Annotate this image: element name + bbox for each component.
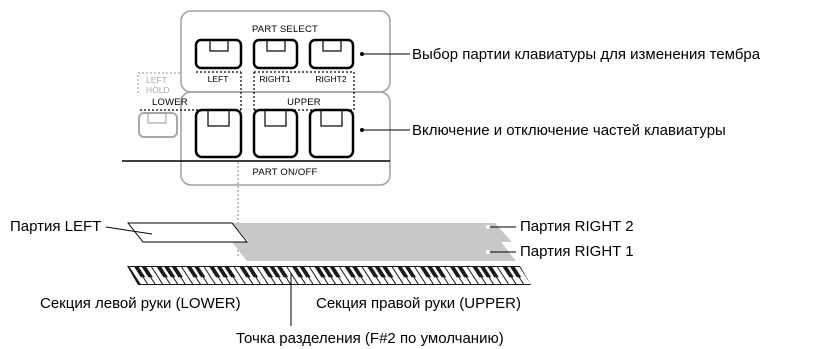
black-key xyxy=(435,267,447,278)
black-key xyxy=(322,267,334,278)
select-button-left[interactable] xyxy=(194,38,243,70)
black-key xyxy=(344,267,356,278)
part-on-off-title: PART ON/OFF xyxy=(252,167,317,178)
black-key xyxy=(457,267,469,278)
right1-layer xyxy=(232,242,516,261)
black-key xyxy=(239,267,251,278)
select-button-right2[interactable] xyxy=(308,38,355,70)
black-key xyxy=(134,267,146,278)
left-hold-label-1: LEFT xyxy=(146,75,167,85)
black-key xyxy=(427,267,439,278)
black-key xyxy=(352,267,364,278)
on-off-button-right2[interactable] xyxy=(308,108,355,159)
black-key xyxy=(164,267,176,278)
black-key xyxy=(472,267,484,278)
white-key xyxy=(467,267,486,284)
part-layers xyxy=(126,222,516,261)
black-key xyxy=(277,267,289,278)
black-key xyxy=(510,267,522,278)
black-key xyxy=(262,267,274,278)
callout-dots xyxy=(360,52,490,254)
left-hold-button[interactable] xyxy=(138,112,178,138)
callout-lower-section: Секция левой руки (LOWER) xyxy=(40,295,241,312)
white-key xyxy=(234,267,253,284)
white-key xyxy=(257,267,275,284)
black-key xyxy=(502,267,514,278)
white-key xyxy=(362,267,381,284)
on-off-button-right1[interactable] xyxy=(252,108,299,159)
white-key xyxy=(310,267,328,284)
callout-part-right2: Партия RIGHT 2 xyxy=(520,218,634,235)
callout-upper-section: Секция правой руки (UPPER) xyxy=(316,295,521,312)
black-key xyxy=(299,267,311,278)
black-key xyxy=(216,267,229,278)
white-key xyxy=(129,267,147,284)
select-label-right2: RIGHT2 xyxy=(315,74,346,84)
white-key xyxy=(287,267,305,284)
black-key xyxy=(224,267,236,278)
right2-layer xyxy=(232,223,512,242)
black-key xyxy=(397,267,409,278)
left-hold-label-2: HOLD xyxy=(146,85,170,95)
black-key xyxy=(314,267,326,278)
black-key xyxy=(367,267,379,278)
callout-split-point: Точка разделения (F#2 по умолчанию) xyxy=(236,330,504,347)
select-label-right1: RIGHT1 xyxy=(259,74,290,84)
white-key xyxy=(392,267,411,284)
white-key xyxy=(204,267,223,284)
black-key xyxy=(209,267,221,278)
keyboard-keys xyxy=(129,267,531,284)
white-key xyxy=(415,267,433,284)
keyboard xyxy=(127,266,531,285)
black-key xyxy=(450,267,462,278)
on-off-button-left[interactable] xyxy=(194,108,243,159)
callout-part-right1: Партия RIGHT 1 xyxy=(520,243,634,260)
part-select-title: PART SELECT xyxy=(252,24,318,35)
black-key xyxy=(419,267,432,278)
black-key xyxy=(292,267,304,278)
black-key xyxy=(487,267,499,278)
black-key xyxy=(247,267,259,278)
callout-part-select: Выбор партии клавиатуры для изменения те… xyxy=(412,46,761,63)
black-key xyxy=(156,267,168,278)
black-key xyxy=(374,267,386,278)
left-layer xyxy=(126,222,249,243)
white-key xyxy=(340,267,358,284)
black-key xyxy=(269,267,281,278)
callouts xyxy=(105,53,516,326)
black-key xyxy=(404,267,417,278)
control-panel: PART SELECT LEFT RIGHT1 RIGHT2 xyxy=(122,10,391,186)
select-button-right1[interactable] xyxy=(252,38,299,70)
select-label-left: LEFT xyxy=(208,74,229,84)
black-key xyxy=(329,267,341,278)
black-key xyxy=(171,267,183,278)
black-key xyxy=(382,267,394,278)
callout-part-on-off: Включение и отключение частей клавиатуры xyxy=(412,122,726,139)
black-key xyxy=(480,267,492,278)
black-key xyxy=(194,267,206,278)
white-key xyxy=(182,267,200,284)
black-key xyxy=(141,267,153,278)
lower-label: LOWER xyxy=(152,97,188,108)
upper-label: UPPER xyxy=(287,97,321,108)
white-key xyxy=(498,267,516,284)
white-key xyxy=(445,267,463,284)
part-on-off-frame xyxy=(180,91,391,186)
white-key xyxy=(152,267,170,284)
black-key xyxy=(186,267,199,278)
callout-part-left: Партия LEFT xyxy=(10,218,101,235)
